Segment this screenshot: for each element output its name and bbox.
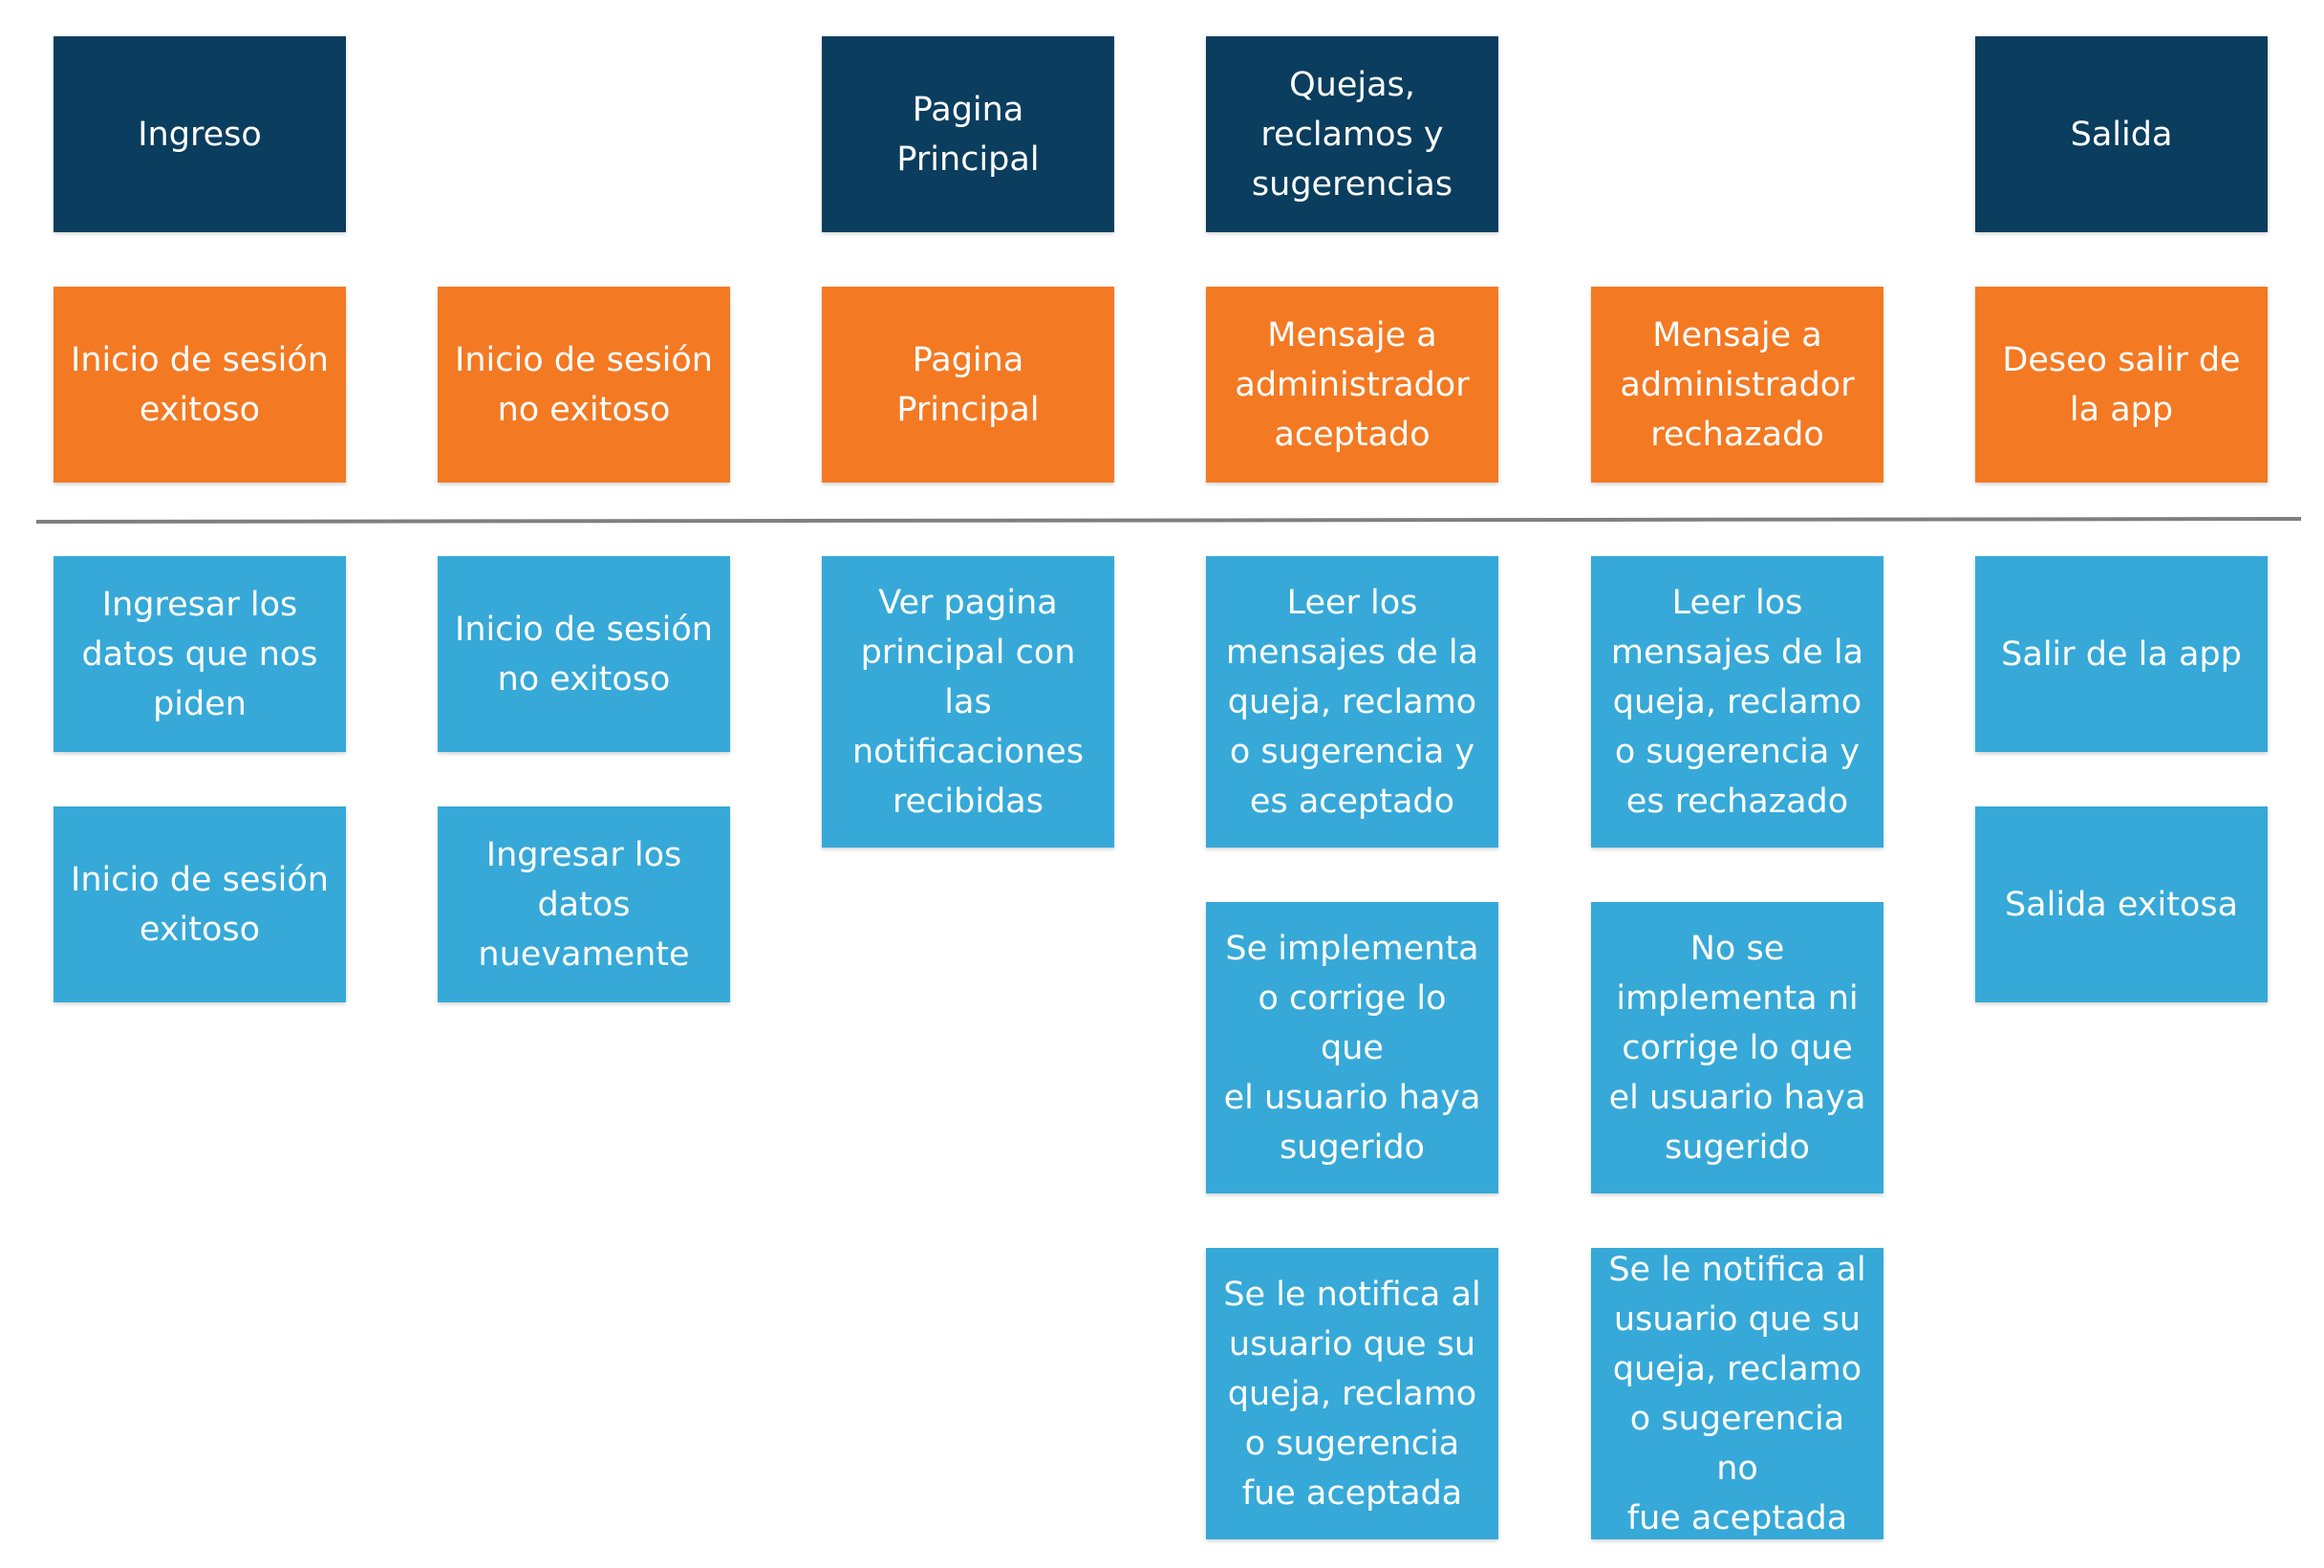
story-card-salida-exitosa[interactable]: Salida exitosa	[1975, 806, 2268, 1002]
activity-card-ingreso[interactable]: Ingreso	[54, 36, 346, 232]
story-card-notifica-aceptada[interactable]: Se le notifica al usuario que su queja, …	[1206, 1248, 1498, 1539]
story-card-ingresar-nuevamente[interactable]: Ingresar los datos nuevamente	[438, 806, 730, 1002]
story-card-se-implementa[interactable]: Se implementa o corrige lo que el usuari…	[1206, 902, 1498, 1193]
story-card-leer-mensajes-aceptado[interactable]: Leer los mensajes de la queja, reclamo o…	[1206, 556, 1498, 848]
story-card-no-se-implementa[interactable]: No se implementa ni corrige lo que el us…	[1591, 902, 1883, 1193]
activity-card-quejas[interactable]: Quejas, reclamos y sugerencias	[1206, 36, 1498, 232]
task-card-inicio-no-exitoso[interactable]: Inicio de sesión no exitoso	[438, 287, 730, 483]
story-card-inicio-no-exitoso[interactable]: Inicio de sesión no exitoso	[438, 556, 730, 752]
release-divider-line	[35, 517, 2302, 524]
story-card-ver-pagina-principal[interactable]: Ver pagina principal con las notificacio…	[822, 556, 1114, 848]
story-card-inicio-exitoso[interactable]: Inicio de sesión exitoso	[54, 806, 346, 1002]
task-card-inicio-exitoso[interactable]: Inicio de sesión exitoso	[54, 287, 346, 483]
story-card-notifica-no-aceptada[interactable]: Se le notifica al usuario que su queja, …	[1591, 1248, 1883, 1539]
story-card-leer-mensajes-rechazado[interactable]: Leer los mensajes de la queja, reclamo o…	[1591, 556, 1883, 848]
task-card-pagina-principal[interactable]: Pagina Principal	[822, 287, 1114, 483]
activity-card-salida[interactable]: Salida	[1975, 36, 2268, 232]
story-card-salir-app[interactable]: Salir de la app	[1975, 556, 2268, 752]
story-card-ingresar-datos[interactable]: Ingresar los datos que nos piden	[54, 556, 346, 752]
task-card-mensaje-aceptado[interactable]: Mensaje a administrador aceptado	[1206, 287, 1498, 483]
activity-card-pagina-principal[interactable]: Pagina Principal	[822, 36, 1114, 232]
task-card-deseo-salir[interactable]: Deseo salir de la app	[1975, 287, 2268, 483]
task-card-mensaje-rechazado[interactable]: Mensaje a administrador rechazado	[1591, 287, 1883, 483]
